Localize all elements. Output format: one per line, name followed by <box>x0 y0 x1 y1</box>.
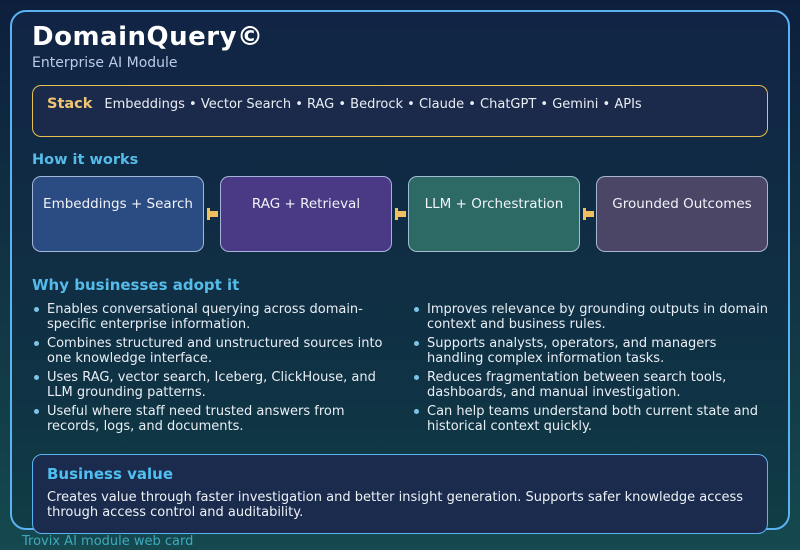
bullet-text: Uses RAG, vector search, Iceberg, ClickH… <box>47 370 376 400</box>
bullet-text: Enables conversational querying across d… <box>47 302 363 332</box>
business-value-text: Creates value through faster investigati… <box>47 490 744 521</box>
step-label: Embeddings + Search <box>43 196 193 212</box>
arrow-right-icon <box>204 207 220 221</box>
list-item: Combines structured and unstructured sou… <box>34 336 388 366</box>
stack-items-list: Embeddings • Vector Search • RAG • Bedro… <box>104 97 642 112</box>
module-card: DomainQuery© Enterprise AI Module Stack … <box>10 10 790 534</box>
stack-label: Stack <box>47 96 93 112</box>
arrow-right-icon <box>580 207 596 221</box>
step-grounded-outcomes: Grounded Outcomes <box>596 176 768 252</box>
step-label: Grounded Outcomes <box>612 196 752 212</box>
bullet-text: Combines structured and unstructured sou… <box>47 336 383 366</box>
bullet-text: Can help teams understand both current s… <box>427 404 759 434</box>
list-item: Useful where staff need trusted answers … <box>34 404 388 434</box>
process-steps-row: Embeddings + Search RAG + Retrieval LLM … <box>32 176 768 252</box>
bullet-dot-icon <box>34 341 39 347</box>
bullet-dot-icon <box>34 409 39 415</box>
adoption-bullets: Enables conversational querying across d… <box>32 302 768 439</box>
bullet-text: Useful where staff need trusted answers … <box>47 404 345 434</box>
bullet-text: Improves relevance by grounding outputs … <box>427 302 768 332</box>
page-subtitle: Enterprise AI Module <box>32 55 178 71</box>
bullet-dot-icon <box>414 341 419 347</box>
business-value-heading: Business value <box>47 465 174 484</box>
bullet-text: Reduces fragmentation between search too… <box>427 370 727 400</box>
list-item: Reduces fragmentation between search too… <box>414 370 768 400</box>
step-label: RAG + Retrieval <box>251 196 361 212</box>
list-item: Uses RAG, vector search, Iceberg, ClickH… <box>34 370 388 400</box>
list-item: Improves relevance by grounding outputs … <box>414 302 768 332</box>
list-item: Enables conversational querying across d… <box>34 302 388 332</box>
bullet-dot-icon <box>414 375 419 381</box>
arrow-right-icon <box>392 207 408 221</box>
bullet-text: Supports analysts, operators, and manage… <box>427 336 717 366</box>
step-llm-orchestration: LLM + Orchestration <box>408 176 580 252</box>
step-label: LLM + Orchestration <box>424 196 564 212</box>
how-it-works-heading: How it works <box>32 152 139 168</box>
footer-caption: Trovix AI module web card <box>22 534 194 549</box>
adoption-heading: Why businesses adopt it <box>32 276 240 294</box>
bullet-dot-icon <box>34 375 39 381</box>
bullet-dot-icon <box>414 409 419 415</box>
list-item: Supports analysts, operators, and manage… <box>414 336 768 366</box>
adoption-left-column: Enables conversational querying across d… <box>34 302 388 439</box>
adoption-right-column: Improves relevance by grounding outputs … <box>414 302 768 439</box>
page-title: DomainQuery© <box>32 22 264 52</box>
stack-bar: Stack Embeddings • Vector Search • RAG •… <box>32 85 768 137</box>
business-value-panel: Business value Creates value through fas… <box>32 454 768 534</box>
bullet-dot-icon <box>414 307 419 312</box>
list-item: Can help teams understand both current s… <box>414 404 768 434</box>
bullet-dot-icon <box>34 307 39 312</box>
step-embeddings-search: Embeddings + Search <box>32 176 204 252</box>
step-rag-retrieval: RAG + Retrieval <box>220 176 392 252</box>
